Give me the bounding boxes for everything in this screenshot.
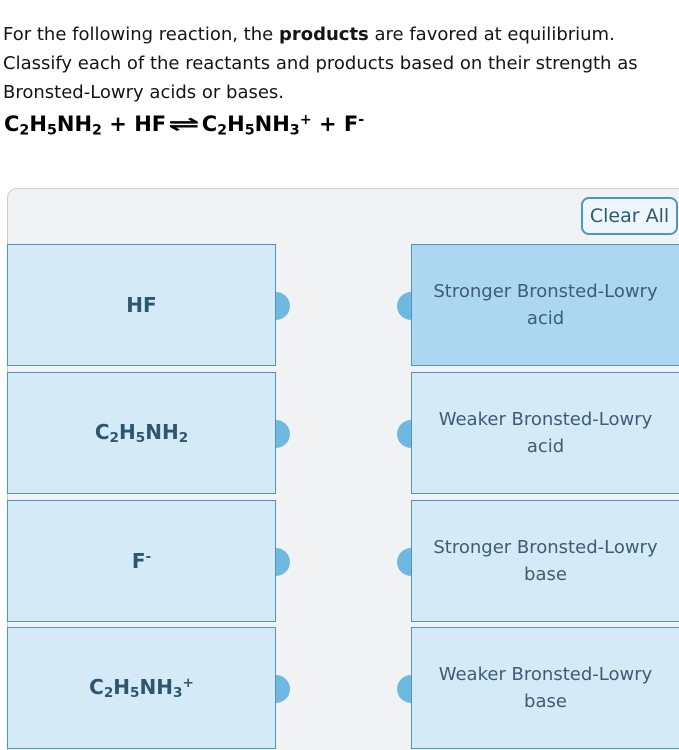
question-text-post: are favored at equilibrium. Classify eac… [3,24,638,103]
question-text: For the following reaction, the products… [3,20,655,107]
connector-dot[interactable] [276,420,290,448]
connector-dot[interactable] [397,420,411,448]
reactant-card-c2h5nh3-plus-formula: C2H5NH3+ [89,675,194,701]
question-text-bold: products [278,24,369,45]
connector-dot[interactable] [276,292,290,320]
connector-dot[interactable] [397,548,411,576]
connector-dot[interactable] [397,675,411,703]
category-card-weaker-base-label: Weaker Bronsted-Lowry base [438,664,653,712]
question-text-pre: For the following reaction, the [3,24,279,45]
reactant-card-c2h5nh2-formula: C2H5NH2 [94,420,189,446]
category-card-weaker-base[interactable]: Weaker Bronsted-Lowry base [397,627,679,749]
reactant-card-f-minus[interactable]: F- [7,500,290,622]
connector-dot[interactable] [397,292,411,320]
reactant-card-hf[interactable]: HF [7,244,290,366]
clear-all-button[interactable]: Clear All [581,197,678,235]
category-card-stronger-base[interactable]: Stronger Bronsted-Lowry base [397,500,679,622]
reactant-card-c2h5nh3-plus[interactable]: C2H5NH3+ [7,627,290,749]
reaction-equation: C2H5NH2 + HF⇌C2H5NH3+ + F- [4,112,365,139]
reactant-card-f-minus-formula: F- [131,549,152,573]
category-card-weaker-acid-label: Weaker Bronsted-Lowry acid [438,409,653,457]
category-card-stronger-acid[interactable]: Stronger Bronsted-Lowry acid [397,244,679,366]
connector-dot[interactable] [276,548,290,576]
clear-all-label: Clear All [589,205,670,227]
reactant-card-c2h5nh2[interactable]: C2H5NH2 [7,372,290,494]
category-card-stronger-acid-label: Stronger Bronsted-Lowry acid [433,281,658,329]
category-card-stronger-base-label: Stronger Bronsted-Lowry base [433,537,658,585]
reactant-card-hf-formula: HF [126,293,157,317]
category-card-weaker-acid[interactable]: Weaker Bronsted-Lowry acid [397,372,679,494]
connector-dot[interactable] [276,675,290,703]
equilibrium-arrow-icon: ⇌ [168,112,200,137]
